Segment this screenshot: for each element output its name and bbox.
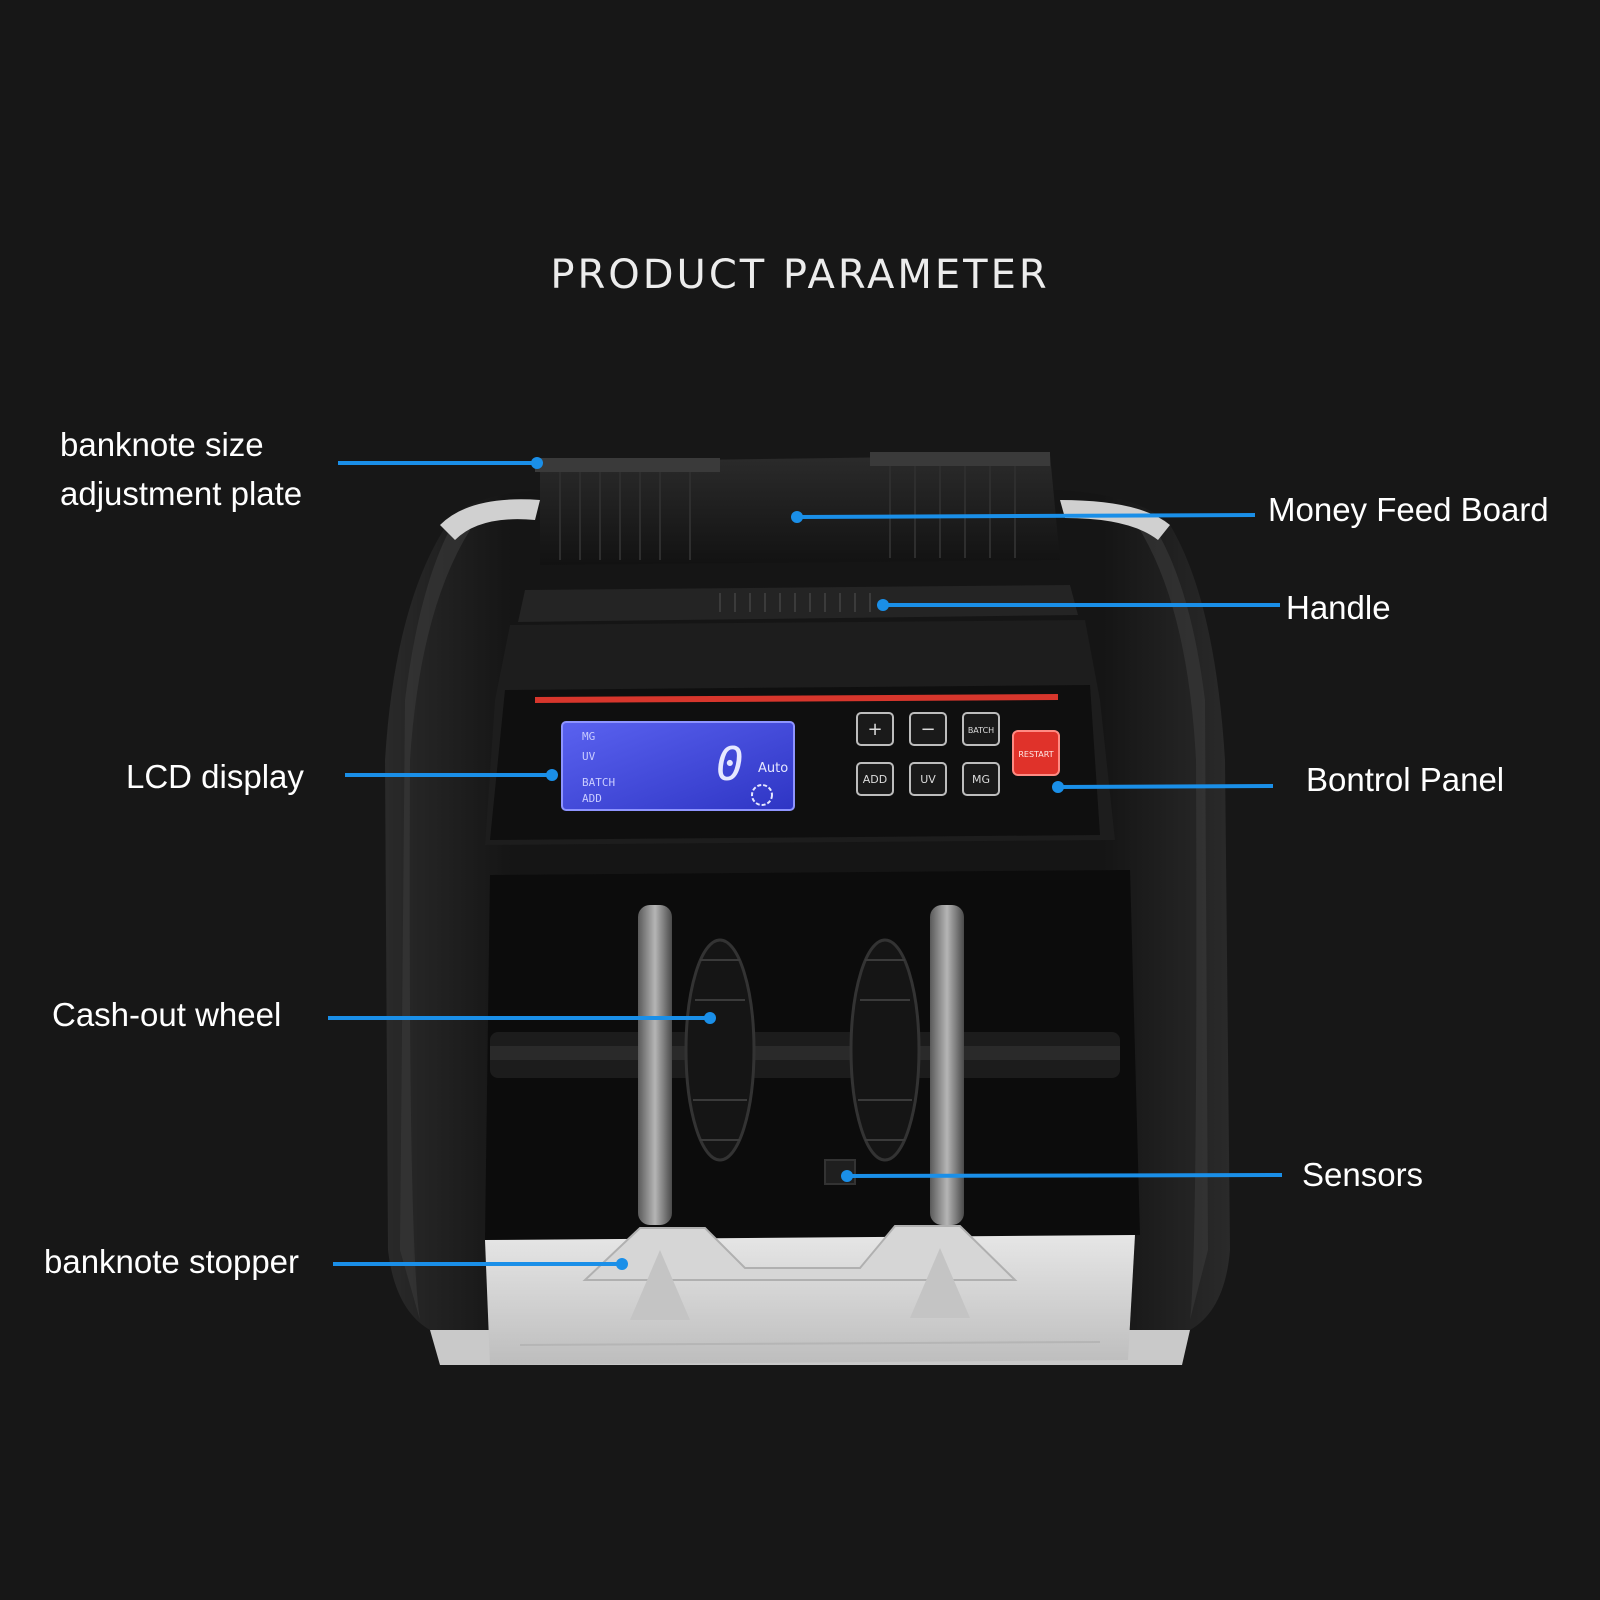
label-size-plate-line2: adjustment plate [60,475,303,512]
handle [518,585,1078,622]
label-cash-out-wheel: Cash-out wheel [52,996,282,1033]
lcd-mode: Auto [758,761,788,776]
label-feed-board: Money Feed Board [1268,491,1549,528]
lcd-menu-batch: BATCH [582,776,615,789]
svg-text:UV: UV [920,773,936,786]
minus-button [909,712,947,746]
batch-button [962,712,1000,746]
spinner-icon [751,784,773,806]
label-banknote-stopper: banknote stopper [44,1243,300,1280]
svg-text:+: + [867,719,882,740]
svg-text:BATCH: BATCH [968,726,994,735]
uv-button [909,762,947,796]
svg-text:RESTART: RESTART [1018,750,1053,759]
money-feed-board [540,455,1060,565]
lcd-screen [561,721,795,811]
page-title: PRODUCT PARAMETER [550,252,1050,298]
lcd-menu-mg: MG [582,730,595,743]
plus-button [856,712,894,746]
mg-button [962,762,1000,796]
red-strip [534,694,1059,703]
guide-post-left [638,905,672,1225]
svg-text:−: − [920,719,935,740]
label-lcd-display: LCD display [126,758,304,795]
restart-button [1012,730,1060,776]
cash-out-wheel-left [684,938,756,1162]
label-size-plate: banknote size adjustment plate [60,420,302,518]
svg-text:ADD: ADD [863,773,887,786]
cash-out-wheel-right [849,938,921,1162]
lcd-count: 0 [716,737,744,791]
lcd-menu-add: ADD [582,792,602,805]
label-control-panel: Bontrol Panel [1306,761,1505,798]
svg-text:MG: MG [972,773,990,786]
guide-post-right [930,905,964,1225]
lcd-menu-uv: UV [582,750,596,763]
label-size-plate-line1: banknote size [60,426,264,463]
add-button [856,762,894,796]
sensor [824,1159,856,1185]
label-handle: Handle [1286,589,1391,626]
label-sensors: Sensors [1302,1156,1424,1193]
